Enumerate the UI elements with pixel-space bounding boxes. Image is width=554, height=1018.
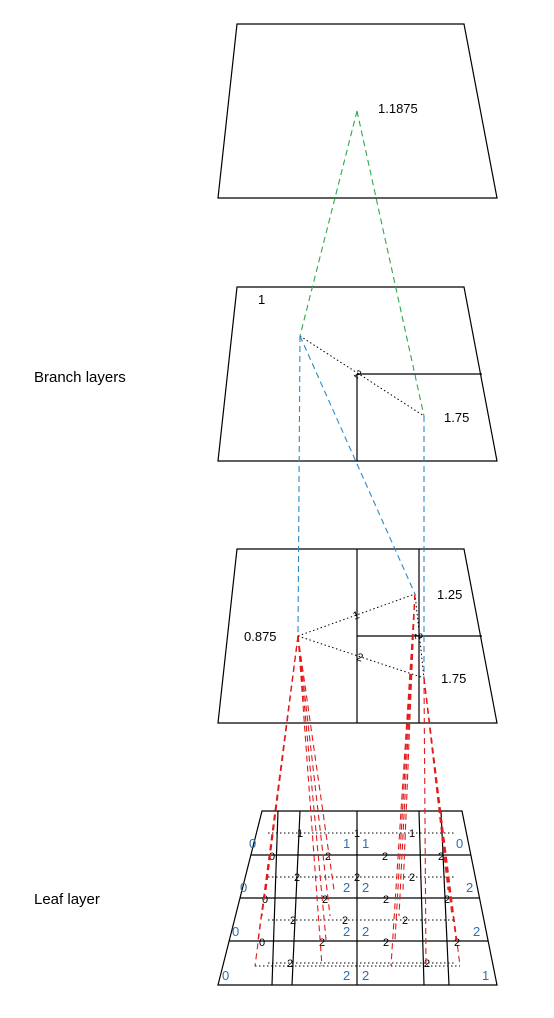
leaf-value-mid-left: 1 (343, 836, 350, 851)
leaf-link (265, 635, 299, 891)
leaf-value-right: 1 (482, 968, 489, 983)
leaf-grid-vline (291, 810, 301, 986)
branch-layers-label: Branch layers (34, 369, 126, 386)
leaf-edge-weight: 2 (319, 937, 325, 949)
leaf-edge-weight: 2 (438, 851, 444, 863)
leaf-value-mid-left: 2 (343, 968, 350, 983)
leaf-value-mid-right: 2 (362, 924, 369, 939)
leaf-value-left: 0 (240, 880, 247, 895)
leaf-value-mid-right: 2 (362, 968, 369, 983)
leaf-grid-vline (418, 810, 425, 986)
leaf-edge-weight: 1 (297, 828, 303, 840)
leaf-link (297, 635, 323, 967)
leaf-edge-weight: 2 (382, 851, 388, 863)
branch-upper-value-node: 1.75 (444, 410, 469, 425)
leaf-link (297, 635, 327, 941)
branch-link-2 (299, 335, 416, 595)
branch-lower-edge-weight-upper: 1 (351, 609, 361, 622)
branch-link-1 (297, 335, 301, 637)
leaf-link (297, 635, 335, 891)
leaf-links (254, 593, 461, 967)
leaf-value-left: 0 (222, 968, 229, 983)
leaf-edge-weight: 2 (444, 894, 450, 906)
branch-lower-value-lower-right: 1.75 (441, 671, 466, 686)
branch-upper-value-tl: 1 (258, 292, 265, 307)
leaf-link (394, 593, 416, 941)
leaf-layer-label: Leaf layer (34, 891, 100, 908)
leaf-edge-weight: 2 (383, 894, 389, 906)
branch-lower-edge-weight-lower: 2 (355, 651, 365, 664)
branch-lower-value-upper-right: 1.25 (437, 587, 462, 602)
leaf-link (423, 677, 449, 891)
leaf-edge-weight: 2 (354, 872, 360, 884)
leaf-edge-weight: 0 (269, 851, 275, 863)
branch-upper-edge (299, 335, 425, 417)
leaf-value-right: 2 (466, 880, 473, 895)
leaf-edge-weight: 2 (325, 851, 331, 863)
leaf-value-right: 0 (456, 836, 463, 851)
branch-lower-edge-upper (297, 593, 416, 637)
leaf-edge-weight: 2 (294, 872, 300, 884)
top-link-left (299, 110, 358, 337)
leaf-edge-weight: 0 (259, 937, 265, 949)
branch-layer-lower: 1 2 2 0.875 1.25 1.75 (217, 548, 498, 724)
leaf-value-right: 2 (473, 924, 480, 939)
leaf-edge-weight: 2 (424, 958, 430, 970)
leaf-edge-weight: 2 (402, 915, 408, 927)
branch-upper-edge-weight: 2 (352, 368, 364, 381)
leaf-value-mid-left: 2 (343, 880, 350, 895)
top-layer-value: 1.1875 (378, 101, 418, 116)
leaf-edge-weight: 1 (354, 828, 360, 840)
leaf-edge-weight: 2 (322, 894, 328, 906)
top-link-right (356, 110, 425, 417)
leaf-value-mid-right: 1 (362, 836, 369, 851)
leaf-grid-vline (271, 810, 279, 986)
leaf-value-mid-left: 2 (343, 924, 350, 939)
branch-links (297, 335, 425, 678)
leaf-value-left: 0 (249, 836, 256, 851)
leaf-value-left: 0 (232, 924, 239, 939)
top-links (299, 110, 425, 417)
leaf-edge-weight: 2 (342, 915, 348, 927)
leaf-edge-weight: 2 (409, 872, 415, 884)
branch-layer-upper: 2 1 1.75 (217, 286, 498, 462)
leaf-edge-weight: 1 (409, 828, 415, 840)
leaf-value-mid-right: 2 (362, 880, 369, 895)
leaf-edge-weight: 2 (287, 958, 293, 970)
leaf-edge-weight: 2 (454, 937, 460, 949)
branch-lower-edge-weight-vertical: 2 (412, 632, 425, 640)
leaf-edge-weight: 2 (290, 915, 296, 927)
leaf-edge-weight: 0 (262, 894, 268, 906)
leaf-link (297, 635, 331, 917)
leaf-edge-weight: 2 (383, 937, 389, 949)
branch-lower-value-left: 0.875 (244, 629, 277, 644)
leaf-link (423, 677, 427, 967)
